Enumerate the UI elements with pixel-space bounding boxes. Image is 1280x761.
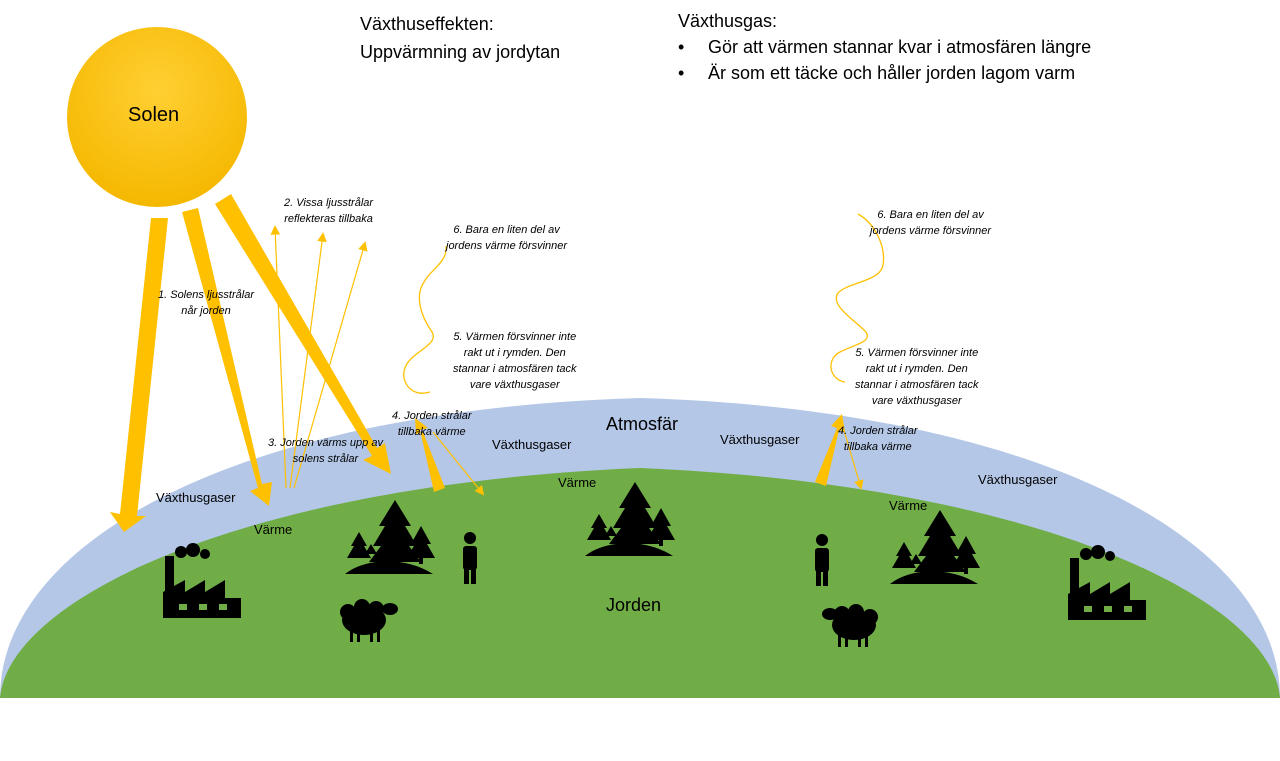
earth-label: Jorden <box>606 595 662 615</box>
greenhouse-gas-label: Växthusgaser <box>156 490 236 505</box>
diagram-title: Växthuseffekten: Uppvärmning av jordytan <box>360 10 560 66</box>
gas-bullet-list: Gör att värmen stannar kvar i atmosfären… <box>678 34 1091 86</box>
step-6-caption: 6. Bara en liten del av jordens värme fö… <box>446 224 568 252</box>
gas-bullet: Gör att värmen stannar kvar i atmosfären… <box>678 34 1091 60</box>
gas-heading: Växthusgas: <box>678 11 778 31</box>
gas-bullet: Är som ett täcke och håller jorden lagom… <box>678 60 1091 86</box>
reflected-ray-3 <box>293 241 368 489</box>
greenhouse-gas-label: Växthusgaser <box>492 437 572 452</box>
person-icon <box>463 532 477 584</box>
earth-heat-arrow-left <box>415 418 445 492</box>
step-5-caption: 5. Värmen försvinner inte rakt ut i rymd… <box>855 347 979 407</box>
greenhouse-gas-label: Växthusgaser <box>720 432 800 447</box>
heat-label: Värme <box>558 475 597 490</box>
sheep-icon <box>822 604 878 647</box>
factory-icon <box>1068 545 1146 620</box>
greenhouse-gas-label: Växthusgaser <box>978 472 1058 487</box>
greenhouse-gas-info: Växthusgas: Gör att värmen stannar kvar … <box>678 8 1091 86</box>
sunlight-arrow-3 <box>215 194 391 474</box>
step-4-caption: 4. Jorden strålar tillbaka värme <box>838 425 918 453</box>
step-5-caption: 5. Värmen försvinner inte rakt ut i rymd… <box>453 331 577 391</box>
heat-ray-left <box>432 431 485 496</box>
atmosphere-label: Atmosfär <box>606 414 679 434</box>
person-icon <box>815 534 829 586</box>
title-line-1: Växthuseffekten: <box>360 14 494 34</box>
trees-icon <box>585 482 675 556</box>
sun-label: Solen <box>128 104 180 126</box>
reflected-ray-1 <box>270 225 287 489</box>
heat-label: Värme <box>254 522 293 537</box>
sunlight-arrow-2 <box>182 208 272 506</box>
step-3-caption: 3. Jorden värms upp av solens strålar <box>268 437 383 465</box>
step-2-caption: 2. Vissa ljusstrålar reflekteras tillbak… <box>284 197 374 225</box>
heat-label: Värme <box>889 498 928 513</box>
step-4-caption: 4. Jorden strålar tillbaka värme <box>392 410 472 438</box>
factory-icon <box>163 543 241 618</box>
trees-icon <box>890 510 980 584</box>
step-1-caption: 1. Solens ljusstrålar når jorden <box>158 289 254 317</box>
sunlight-arrow-1 <box>110 218 168 532</box>
trees-icon <box>345 500 435 574</box>
earth-ground <box>0 468 1280 698</box>
reflected-ray-2 <box>289 232 327 489</box>
heat-escape-line-right <box>830 213 885 383</box>
heat-escape-line-left <box>403 245 447 394</box>
sheep-icon <box>340 599 398 642</box>
sun-icon <box>67 27 247 207</box>
title-line-2: Uppvärmning av jordytan <box>360 42 561 62</box>
heat-ray-right <box>842 426 864 490</box>
step-6-caption: 6. Bara en liten del av jordens värme fö… <box>870 209 992 237</box>
earth-heat-arrow-right <box>815 414 845 486</box>
